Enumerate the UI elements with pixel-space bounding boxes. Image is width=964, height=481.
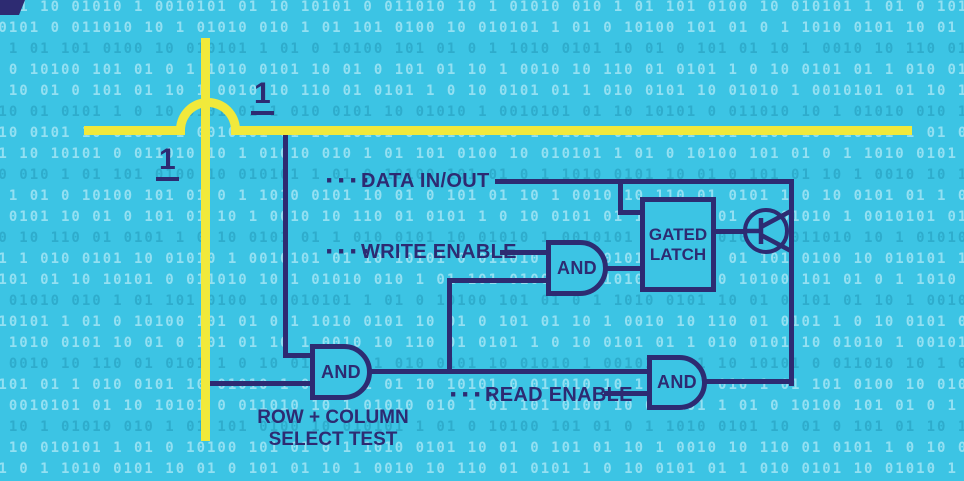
select-riser-wire (447, 278, 452, 373)
write-enable-dots: ···· (325, 235, 373, 268)
gated-latch-label-line1: GATED (648, 225, 708, 245)
binary-row: 01 1 010 0101 10 01010 1 0010101 01 10 1… (0, 251, 964, 267)
binary-row: 1 01010 010 1 01 101 0100 10 010101 1 01… (0, 293, 964, 309)
binary-row: 0 0101 10 01 0 101 01 10 1 0010 10 110 0… (0, 209, 964, 225)
read-enable-label: READ ENABLE (485, 384, 633, 406)
data-wire-drop (618, 179, 623, 215)
select-to-write-and-wire (447, 278, 548, 283)
column-select-wire (204, 381, 312, 386)
binary-row: 0 10 1 01010 010 1 01 101 0100 10 010101… (0, 419, 964, 435)
binary-row: 110 01 0101 1 0 10 0101 01 1 010 0101 10… (0, 104, 964, 120)
read-and-output-wire (705, 379, 794, 384)
latch-to-transistor-wire (712, 229, 750, 234)
transistor-icon (743, 208, 793, 254)
binary-row: 1 0 10100 101 01 0 1 1010 0101 10 01 0 1… (0, 62, 964, 78)
data-wire-jog (618, 210, 644, 215)
write-and-gate: AND (546, 240, 608, 296)
binary-row: 01 10 10101 0 011010 10 1 01010 010 1 01… (0, 146, 964, 162)
read-and-gate-label: AND (657, 372, 697, 392)
data-in-out-label: DATA IN/OUT (361, 170, 490, 192)
binary-row: 10101 0 011010 10 1 01010 010 1 01 101 0… (0, 20, 964, 36)
binary-row: 1 1 01 0 10100 101 01 0 1 1010 0101 10 0… (0, 188, 964, 204)
column-bit-label: 1 (251, 79, 274, 115)
row-select-elbow-wire (283, 353, 313, 358)
select-and-gate: AND (310, 344, 372, 400)
binary-row: 0 10 010101 1 01 0 10100 101 01 0 1 1010… (0, 440, 964, 456)
write-and-gate-label: AND (557, 257, 597, 278)
write-enable-wire (500, 250, 548, 255)
binary-row: 0 1 01 101 0100 10 010101 1 01 0 10100 1… (0, 41, 964, 57)
binary-row: 0101 10 01010 1 0010101 01 10 10101 0 01… (0, 0, 964, 15)
row-select-drop-wire (283, 128, 288, 358)
corner-artifact (0, 0, 25, 15)
gated-latch-label-line2: LATCH (649, 244, 707, 264)
binary-row: 1 0010 10 110 01 0101 1 0 10 0101 01 1 0… (0, 356, 964, 372)
select-and-output-wire (370, 369, 649, 374)
binary-row: 10 10 110 01 0101 1 0 10 0101 01 1 010 0… (0, 230, 964, 246)
column-wire (201, 38, 210, 441)
read-enable-wire (604, 391, 649, 396)
select-caption-line1: ROW + COLUMN (257, 407, 409, 428)
binary-row: 01 0 1 1010 0101 10 01 0 101 01 10 1 001… (0, 461, 964, 477)
write-enable-label: WRITE ENABLE (361, 241, 517, 263)
data-bus-vertical (789, 179, 794, 386)
binary-row: 1 10 01 0 101 01 10 1 0010 10 110 01 010… (0, 83, 964, 99)
binary-row: 1 0010101 01 10 10101 0 011010 10 1 0101… (0, 398, 964, 414)
row-wire-right (236, 126, 912, 135)
gated-latch-box: GATED LATCH (640, 197, 716, 292)
read-enable-dots: ···· (449, 378, 497, 411)
row-wire-left (84, 126, 180, 135)
select-and-gate-label: AND (321, 361, 361, 382)
select-caption-line2: SELECT TEST (268, 428, 398, 450)
read-and-gate: AND (647, 355, 707, 410)
data-in-out-dots: ···· (325, 164, 373, 197)
select-caption: ROW + COLUMN SELECT TEST (252, 407, 414, 451)
binary-row: 1 1010 0101 10 01 0 101 01 10 1 0010 10 … (0, 335, 964, 351)
write-and-output-wire (606, 266, 642, 271)
binary-row: 010101 1 01 0 10100 101 01 0 1 1010 0101… (0, 314, 964, 330)
wire-hop (176, 98, 240, 135)
row-bit-label: 1 (156, 145, 179, 181)
data-wire-horizontal (495, 179, 794, 184)
